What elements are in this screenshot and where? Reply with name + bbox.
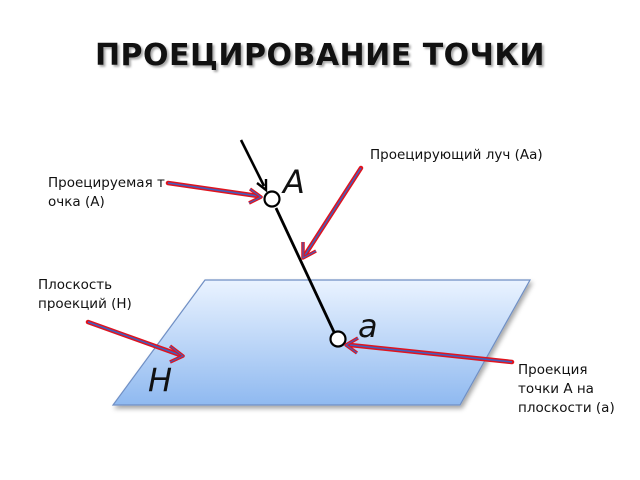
projection-label: Проекция точки А на плоскости (а)	[518, 362, 615, 416]
projection-plane	[111, 279, 532, 406]
point-a-letter: a	[358, 307, 378, 345]
point-A-letter: A	[283, 163, 305, 201]
arrow-to-projection	[344, 336, 515, 365]
projecting-ray-incoming	[239, 139, 266, 187]
point-a-marker	[329, 330, 347, 348]
point-A-marker	[263, 190, 281, 208]
plane-H-letter: H	[148, 361, 173, 399]
slide-title: ПРОЕЦИРОВАНИЕ ТОЧКИ	[94, 38, 546, 73]
point-label: Проецируемая точка (А)	[48, 175, 165, 210]
ray-label: Проецирующий луч (Аа)	[370, 147, 543, 163]
projecting-ray	[274, 207, 336, 333]
arrow-to-plane	[85, 319, 185, 364]
arrow-to-point	[165, 180, 263, 205]
ray-arrowhead	[256, 179, 268, 193]
arrow-to-ray	[301, 165, 364, 260]
plane-label: Плоскость проекций (Н)	[38, 277, 132, 312]
